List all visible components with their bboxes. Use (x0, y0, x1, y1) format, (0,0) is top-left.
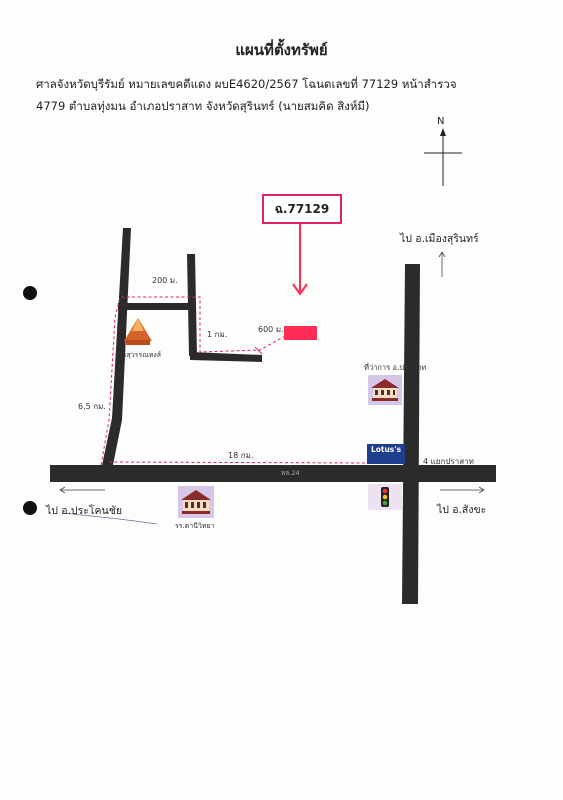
school-icon (178, 486, 214, 518)
road-network (50, 228, 496, 604)
traffic-light-icon (368, 484, 402, 510)
lotus-store-logo: Lotus's (367, 444, 405, 464)
case-info-line-2: 4779 ตำบลทุ่งมน อำเภอปราสาท จังหวัดสุริน… (36, 99, 370, 113)
case-info-line-1: ศาลจังหวัดบุรีรัมย์ หมายเลขคดีแดง ผบE462… (36, 77, 457, 91)
direction-north-label: ไป อ.เมืองสุรินทร์ (400, 233, 479, 245)
deed-number-box: ฉ.77129 (262, 194, 342, 224)
north-direction-arrow-icon (438, 251, 446, 277)
direction-east-label: ไป อ.สังขะ (437, 504, 487, 516)
pointer-arrow-icon (292, 283, 308, 296)
west-direction-arrow-icon (59, 486, 105, 494)
page-title: แผนที่ตั้งทรัพย์ (235, 41, 328, 59)
school-label: รร.ตานีวิทยา (175, 522, 215, 530)
distance-18km: 18 กม. (228, 451, 254, 460)
junction-label: 4 แยกปราสาท (423, 457, 474, 466)
distance-6-5km: 6.5 กม. (78, 402, 106, 411)
east-direction-arrow-icon (440, 486, 485, 494)
distance-600m: 600 ม. (258, 325, 284, 334)
north-arrow-icon (424, 128, 462, 186)
temple-label: วัดสุวรรณหงส์ (118, 351, 161, 359)
hole-punch-top (23, 286, 37, 300)
property-marker (284, 326, 317, 340)
direction-west-label: ไป อ.ประโคนชัย (46, 505, 122, 517)
distance-1km: 1 กม. (207, 330, 228, 339)
road-number-label: ทล.24 (281, 469, 300, 477)
route-path (100, 296, 286, 466)
access-road-east (190, 352, 262, 362)
compass-north-label: N (437, 116, 445, 127)
access-road (187, 254, 197, 356)
distance-200m: 200 ม. (152, 276, 178, 285)
village-road-west (101, 228, 131, 470)
district-office-label: ที่ว่าการ อ.ปราสาท (364, 363, 427, 372)
north-south-road (402, 264, 420, 604)
district-office-icon (368, 375, 402, 405)
highway-road (50, 465, 496, 482)
hole-punch-bottom (23, 501, 37, 515)
branch-road (118, 303, 196, 310)
temple-icon (124, 318, 152, 345)
route-path-highway (108, 461, 366, 464)
